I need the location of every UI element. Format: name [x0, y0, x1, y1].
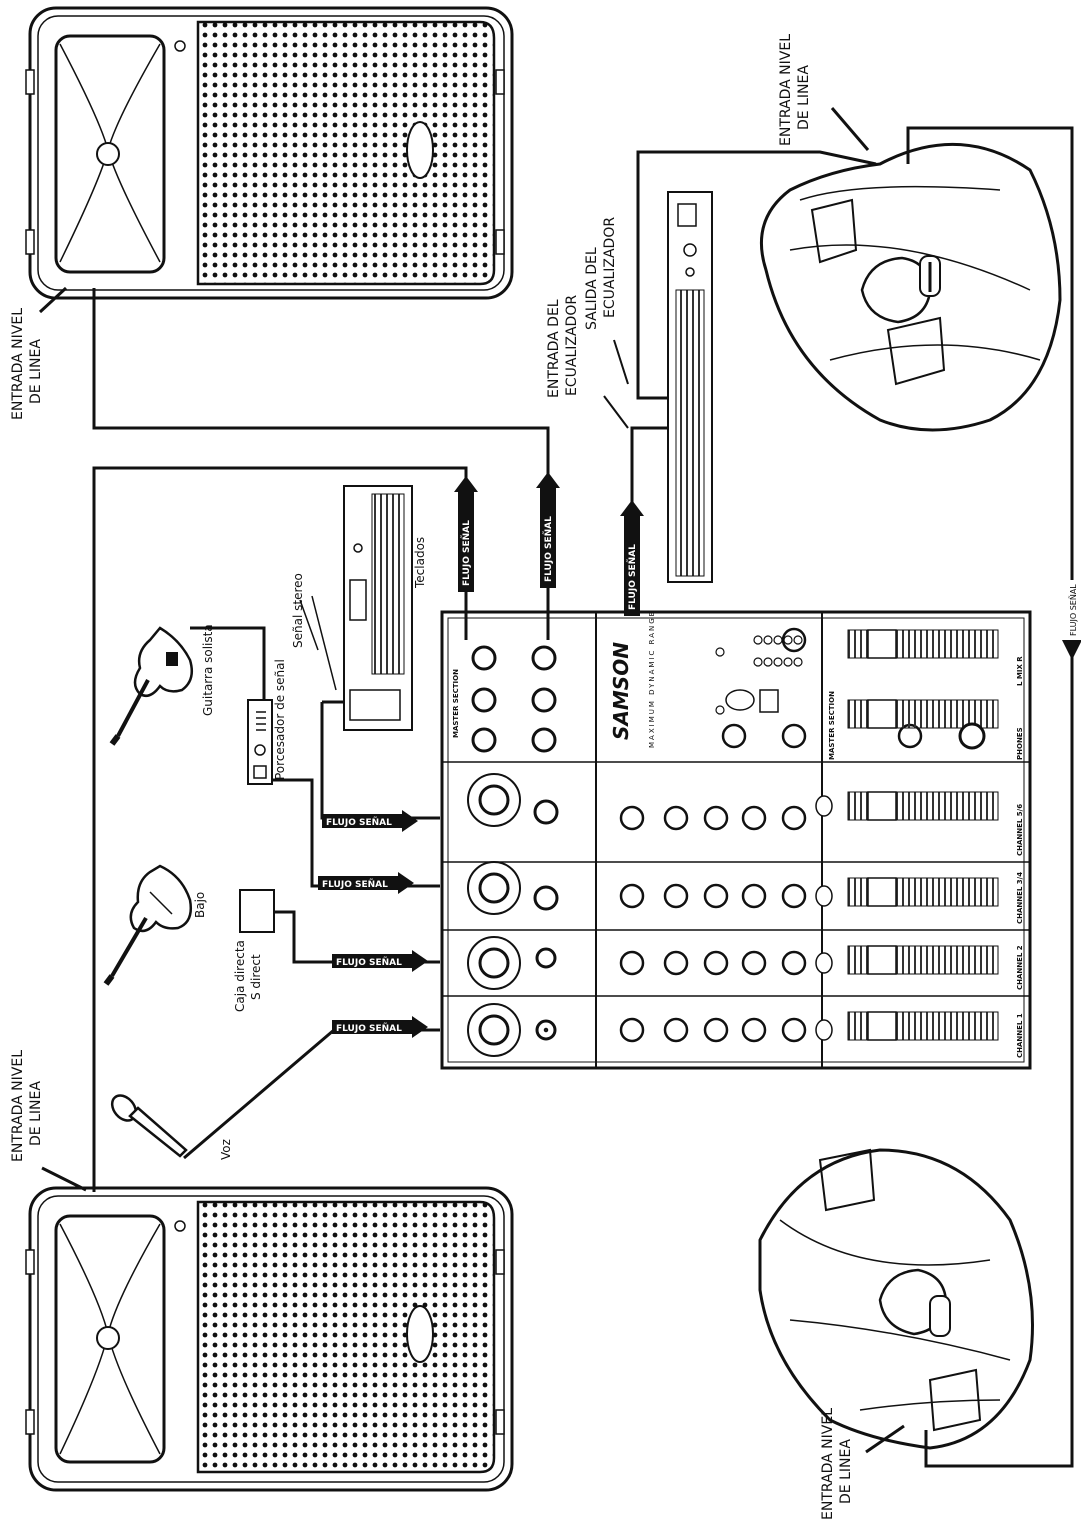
direct-box	[240, 890, 274, 932]
master-section-label: MASTER SECTION	[452, 669, 460, 738]
label-eq-out: SALIDA DEL ECUALIZADOR	[584, 217, 628, 384]
speaker-bottom	[26, 1188, 512, 1490]
svg-text:ENTRADA NIVEL: ENTRADA NIVEL	[778, 34, 794, 146]
label-lead-guitar: Guitarra solista	[201, 624, 215, 716]
keyboard-instrument	[344, 486, 412, 730]
svg-text:FLUJO SEÑAL: FLUJO SEÑAL	[543, 516, 554, 582]
guitar-icon	[112, 628, 192, 744]
svg-text:DE LINEA: DE LINEA	[838, 1439, 854, 1504]
channel-1-label: CHANNEL 1	[1016, 1013, 1024, 1058]
label-direct-box-2: S direct	[249, 954, 263, 1000]
label-line-in-bottom: ENTRADA NIVEL DE LINEA	[10, 1050, 86, 1190]
flow-tag-mic: FLUJO SEÑAL	[332, 1016, 428, 1038]
svg-text:FLUJO SEÑAL: FLUJO SEÑAL	[336, 957, 402, 968]
flow-tag-keys: FLUJO SEÑAL	[322, 810, 418, 832]
svg-text:SALIDA DEL: SALIDA DEL	[584, 247, 600, 330]
flow-tag-out-1: FLUJO SEÑAL	[454, 476, 478, 592]
mixer-brand: SAMSON	[609, 642, 633, 740]
label-direct-box-1: Caja directa	[233, 940, 247, 1012]
xlr-jack-3	[468, 862, 520, 914]
svg-text:ENTRADA NIVEL: ENTRADA NIVEL	[10, 1050, 26, 1162]
label-bass: Bajo	[193, 892, 207, 918]
svg-text:FLUJO SEÑAL: FLUJO SEÑAL	[322, 879, 388, 890]
flow-tag-out-3: FLUJO SEÑAL	[620, 500, 644, 616]
flow-tag-monitor: FLUJO SEÑAL	[1062, 580, 1081, 660]
svg-text:FLUJO SEÑAL: FLUJO SEÑAL	[336, 1023, 402, 1034]
xlr-jack-4	[468, 774, 520, 826]
flow-tag-out-2: FLUJO SEÑAL	[536, 472, 560, 588]
svg-text:FLUJO SEÑAL: FLUJO SEÑAL	[1068, 584, 1078, 636]
master-section-label-2: MASTER SECTION	[828, 691, 836, 760]
monitor-bottom	[760, 1150, 1033, 1448]
mixer-tagline: MAXIMUM DYNAMIC RANGE	[648, 610, 656, 748]
label-stereo-signal: Señal stereo	[291, 573, 305, 648]
mix-label: L MIX R	[1016, 656, 1024, 686]
svg-text:ENTRADA NIVEL: ENTRADA NIVEL	[820, 1408, 836, 1520]
flow-tag-bass: FLUJO SEÑAL	[332, 950, 428, 972]
monitor-top	[761, 144, 1060, 430]
phones-label: PHONES	[1016, 727, 1024, 760]
graphic-equalizer	[668, 192, 712, 582]
svg-text:FLUJO SEÑAL: FLUJO SEÑAL	[627, 544, 638, 610]
flow-tag-guitar: FLUJO SEÑAL	[318, 872, 414, 894]
channel-34-label: CHANNEL 3/4	[1016, 872, 1024, 924]
label-line-in-monitor-top: ENTRADA NIVEL DE LINEA	[778, 34, 868, 150]
xlr-jack-1	[468, 1004, 520, 1056]
signal-processor	[248, 700, 272, 784]
svg-text:ENTRADA NIVEL: ENTRADA NIVEL	[10, 308, 26, 420]
svg-text:ECUALIZADOR: ECUALIZADOR	[602, 217, 618, 318]
svg-text:DE LINEA: DE LINEA	[28, 339, 44, 404]
label-keyboards: Teclados	[413, 537, 427, 589]
label-signal-processor: Porcesador de señal	[273, 659, 287, 780]
channel-2-label: CHANNEL 2	[1016, 945, 1024, 990]
speaker-top	[26, 8, 512, 298]
microphone-icon	[107, 1091, 186, 1156]
channel-56-label: CHANNEL 5/6	[1016, 804, 1024, 856]
svg-text:FLUJO SEÑAL: FLUJO SEÑAL	[326, 817, 392, 828]
svg-text:DE LINEA: DE LINEA	[28, 1081, 44, 1146]
bass-guitar-icon	[106, 866, 191, 984]
svg-text:ECUALIZADOR: ECUALIZADOR	[564, 295, 580, 396]
label-line-in-top: ENTRADA NIVEL DE LINEA	[10, 288, 66, 420]
mixer-console: SAMSON MAXIMUM DYNAMIC RANGE MASTER SECT…	[442, 610, 1030, 1068]
xlr-jack-2	[468, 937, 520, 989]
svg-text:DE LINEA: DE LINEA	[796, 65, 812, 130]
svg-text:ENTRADA DEL: ENTRADA DEL	[546, 299, 562, 398]
label-voice: Voz	[219, 1139, 233, 1160]
svg-text:FLUJO SEÑAL: FLUJO SEÑAL	[461, 520, 472, 586]
